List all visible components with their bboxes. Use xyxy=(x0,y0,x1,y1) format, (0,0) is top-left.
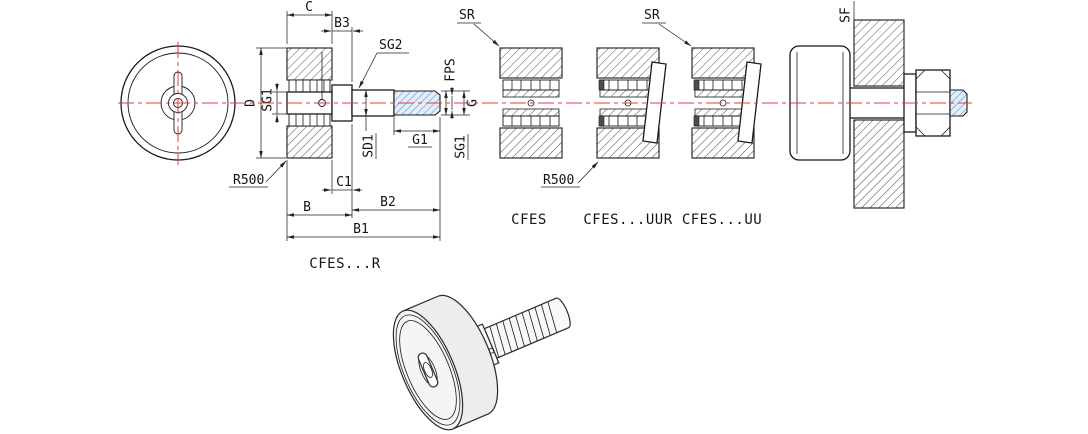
housing-wall-bottom xyxy=(853,119,905,209)
dim-label-sf: SF xyxy=(839,7,854,23)
dim-label-fps: FPS xyxy=(444,58,459,81)
centerlines xyxy=(118,42,972,165)
dim-label-r500: R500 xyxy=(233,173,264,188)
variant-annotations: SR SR R500 CFES CFES...UUR CFES...UU xyxy=(457,8,762,228)
iso-screw-slot xyxy=(417,352,439,388)
mounting-view: SF xyxy=(789,1,968,209)
variant-caption-cfes-uur: CFES...UUR xyxy=(583,212,672,228)
iso-roller xyxy=(392,294,499,431)
dim-label-sg1-right: SG1 xyxy=(454,135,469,158)
dim-label-c1: C1 xyxy=(336,175,352,190)
variant-caption-cfes: CFES xyxy=(511,212,547,228)
variant-caption-cfes-uu: CFES...UU xyxy=(682,212,762,228)
dim-label-b2: B2 xyxy=(380,195,396,210)
dim-label-b1: B1 xyxy=(353,222,369,237)
section-dimensions: C B3 SG2 SG1 D SD1 G1 FPS G xyxy=(229,0,481,272)
dim-label-sg1-left: SG1 xyxy=(261,88,276,111)
iso-view xyxy=(392,294,571,431)
dim-label-b: B xyxy=(303,200,311,215)
dim-label-sr-right: SR xyxy=(644,8,660,23)
dim-label-sd1: SD1 xyxy=(362,134,377,157)
section-caption: CFES...R xyxy=(309,256,381,272)
section-view xyxy=(286,47,441,159)
dim-label-sr-left: SR xyxy=(459,8,475,23)
dim-label-g: G xyxy=(466,99,481,107)
dim-label-b3: B3 xyxy=(334,16,350,31)
dim-label-g1: G1 xyxy=(412,133,428,148)
dim-label-sg2: SG2 xyxy=(379,38,402,53)
dim-label-r500-variant: R500 xyxy=(543,173,574,188)
housing-wall-top xyxy=(853,19,905,87)
dim-label-c: C xyxy=(305,0,313,15)
